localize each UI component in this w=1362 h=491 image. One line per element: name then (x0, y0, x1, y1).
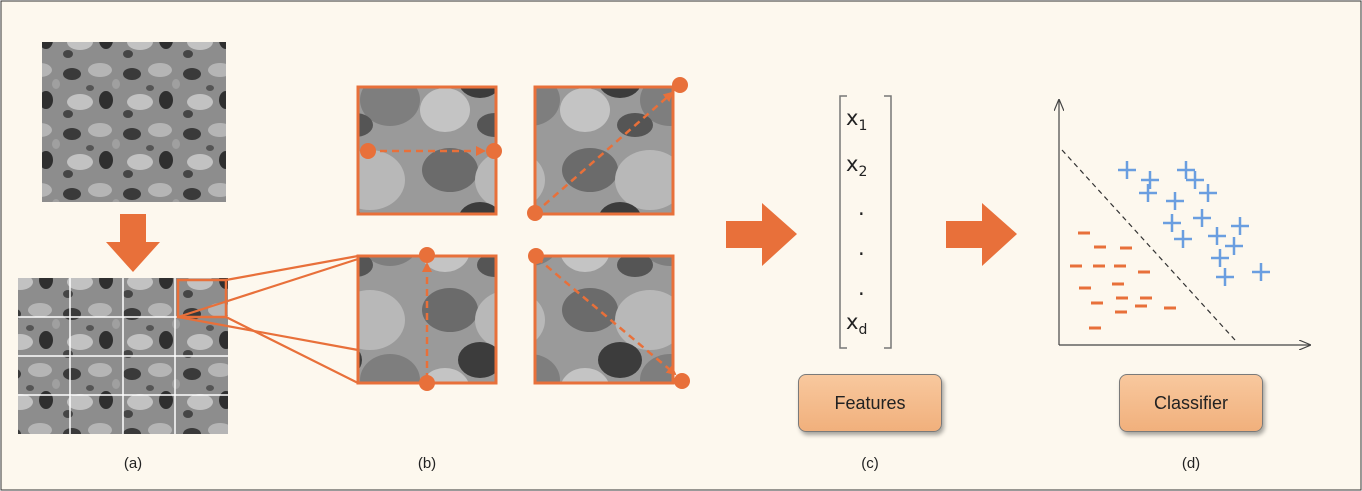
classifier-button[interactable]: Classifier (1119, 374, 1263, 432)
minus-mark (1140, 296, 1152, 300)
plus-mark (1231, 217, 1249, 235)
minus-mark (1164, 306, 1176, 310)
plus-marks (1118, 161, 1270, 286)
feature-dot-2: . (858, 236, 865, 260)
minus-mark (1116, 296, 1128, 300)
minus-mark (1135, 304, 1147, 308)
features-button[interactable]: Features (798, 374, 942, 432)
plus-mark (1199, 184, 1217, 202)
minus-mark (1112, 282, 1124, 286)
plus-mark (1163, 214, 1181, 232)
feature-dot-3: . (858, 276, 865, 300)
vector-brackets (839, 95, 892, 349)
minus-mark (1115, 310, 1127, 314)
panel-label-a: (a) (123, 455, 143, 472)
plus-mark (1166, 192, 1184, 210)
selected-tile (176, 278, 228, 319)
plus-mark (1174, 230, 1192, 248)
panel-label-c: (c) (861, 455, 879, 472)
source-image (42, 42, 226, 202)
minus-mark (1114, 264, 1126, 268)
plus-mark (1186, 171, 1204, 189)
plus-mark (1211, 249, 1229, 267)
minus-mark (1094, 245, 1106, 249)
zoom-lines (177, 254, 359, 384)
panel-label-b: (b) (417, 455, 437, 472)
plus-mark (1139, 184, 1157, 202)
patch-diagonal-down (528, 248, 690, 389)
plus-mark (1252, 263, 1270, 281)
down-arrow-icon (106, 214, 160, 272)
minus-mark (1078, 231, 1090, 235)
patch-vertical (356, 247, 498, 391)
minus-mark (1089, 326, 1101, 330)
feature-x2: x2 (846, 152, 868, 181)
classifier-axes (1059, 100, 1310, 345)
feature-xd: xd (846, 310, 868, 339)
minus-marks (1070, 231, 1176, 330)
minus-mark (1138, 270, 1150, 274)
panel-label-d: (d) (1181, 455, 1201, 472)
plus-mark (1208, 227, 1226, 245)
minus-mark (1120, 246, 1132, 250)
plus-mark (1177, 161, 1195, 179)
feature-dot-1: . (858, 196, 865, 220)
patch-diagonal-up (527, 77, 688, 221)
feature-x1: x1 (846, 106, 868, 135)
right-arrow-icon-2 (946, 203, 1017, 266)
plus-mark (1118, 161, 1136, 179)
minus-mark (1079, 286, 1091, 290)
tiled-image (18, 278, 228, 434)
plus-mark (1225, 237, 1243, 255)
minus-mark (1093, 264, 1105, 268)
plus-mark (1216, 268, 1234, 286)
right-arrow-icon (726, 203, 797, 266)
decision-boundary (1061, 149, 1236, 341)
plus-mark (1141, 171, 1159, 189)
minus-mark (1091, 301, 1103, 305)
plus-mark (1193, 209, 1211, 227)
minus-mark (1070, 264, 1082, 268)
patch-horizontal (356, 85, 502, 216)
